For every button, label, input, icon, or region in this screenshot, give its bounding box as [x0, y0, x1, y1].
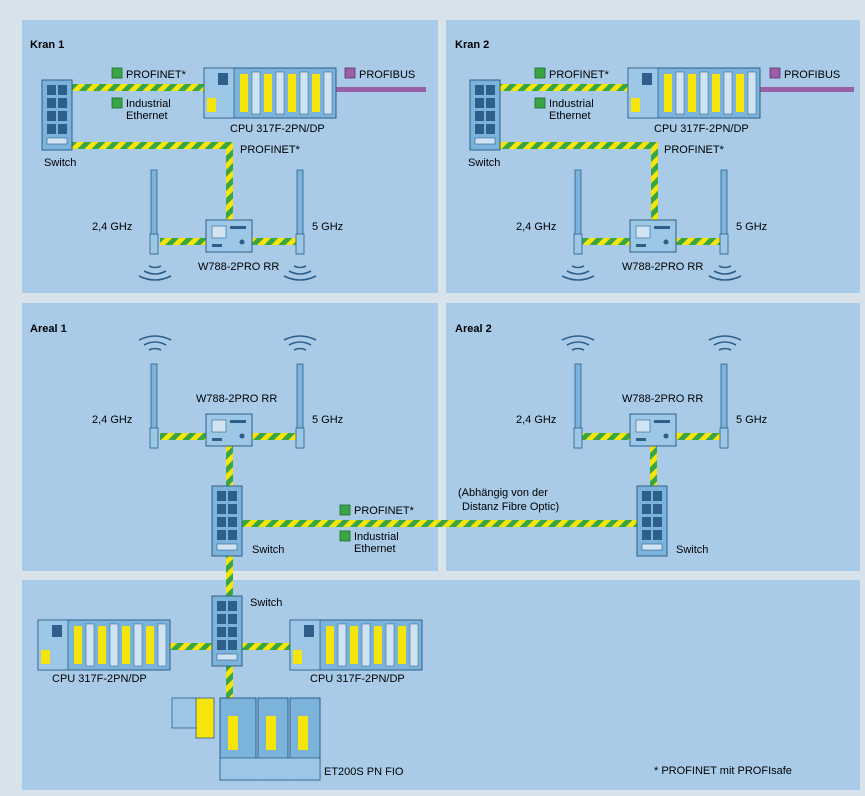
switch-kran1: [41, 79, 73, 151]
label-profinet: PROFINET*: [354, 505, 415, 517]
footnote: * PROFINET mit PROFIsafe: [654, 765, 792, 777]
cpu-kran1: [203, 67, 337, 119]
ap-kran2: [629, 219, 677, 253]
antenna-5-kran2: [719, 169, 729, 255]
panel-title-areal2: Areal 2: [455, 323, 492, 335]
label-industrial: Industrial: [549, 98, 594, 110]
cpu-bottom-left: [37, 619, 171, 671]
label-cpu: CPU 317F-2PN/DP: [310, 673, 405, 685]
cable-kran1-switch-cpu: [72, 84, 206, 91]
label-cpu: CPU 317F-2PN/DP: [52, 673, 147, 685]
label-24ghz: 2,4 GHz: [516, 221, 556, 233]
cpu-kran2: [627, 67, 761, 119]
cable-bottom-right: [242, 643, 292, 650]
label-distance-note-1: (Abhängig von der: [458, 487, 548, 499]
cable-kran2-switch-cpu: [500, 84, 630, 91]
label-24ghz: 2,4 GHz: [516, 414, 556, 426]
label-w788: W788-2PRO RR: [196, 393, 277, 405]
label-24ghz: 2,4 GHz: [92, 414, 132, 426]
ap-areal2: [629, 413, 677, 447]
switch-areal2: [636, 485, 668, 557]
ap-kran1: [205, 219, 253, 253]
cable-bottom-left: [170, 643, 212, 650]
switch-areal1: [211, 485, 243, 557]
label-switch: Switch: [252, 544, 284, 556]
label-profibus: PROFIBUS: [359, 69, 415, 81]
antenna-24-kran2: [573, 169, 583, 255]
profinet-legend-icon: [111, 67, 123, 79]
cable-kran2-switch-ap: [500, 142, 658, 149]
profinet-legend-icon: [339, 504, 351, 516]
cable-kran1-profibus: [336, 87, 426, 92]
cable-areal1-areal2: [242, 520, 640, 527]
label-profinet: PROFINET*: [126, 69, 187, 81]
label-ethernet: Ethernet: [354, 543, 396, 555]
label-w788: W788-2PRO RR: [198, 261, 279, 273]
label-w788: W788-2PRO RR: [622, 261, 703, 273]
cable-areal2-ap-switch: [650, 440, 657, 490]
label-switch: Switch: [44, 157, 76, 169]
antenna-5-areal1: [295, 363, 305, 449]
label-24ghz: 2,4 GHz: [92, 221, 132, 233]
ethernet-legend-icon: [111, 97, 123, 109]
label-switch: Switch: [250, 597, 282, 609]
label-switch: Switch: [676, 544, 708, 556]
cable-kran1-switch-ap: [72, 142, 232, 149]
antenna-5-kran1: [295, 169, 305, 255]
label-cpu: CPU 317F-2PN/DP: [230, 123, 325, 135]
cable-kran2-profibus: [760, 87, 854, 92]
label-profinet: PROFINET*: [549, 69, 610, 81]
switch-bottom: [211, 595, 243, 667]
label-switch: Switch: [468, 157, 500, 169]
profinet-legend-icon: [534, 67, 546, 79]
cable-kran1-ap-drop: [226, 142, 233, 222]
antenna-24-areal2: [573, 363, 583, 449]
antenna-5-areal2: [719, 363, 729, 449]
ethernet-legend-icon: [339, 530, 351, 542]
label-distance-note-2: Distanz Fibre Optic): [462, 501, 559, 513]
label-5ghz: 5 GHz: [736, 414, 767, 426]
label-5ghz: 5 GHz: [312, 221, 343, 233]
panel-title-kran1: Kran 1: [30, 39, 64, 51]
label-profinet: PROFINET*: [664, 144, 725, 156]
label-et200s: ET200S PN FIO: [324, 766, 404, 778]
label-5ghz: 5 GHz: [312, 414, 343, 426]
panel-title-areal1: Areal 1: [30, 323, 67, 335]
profibus-legend-icon: [769, 67, 781, 79]
label-profinet: PROFINET*: [240, 144, 301, 156]
label-profibus: PROFIBUS: [784, 69, 840, 81]
ap-areal1: [205, 413, 253, 447]
cpu-bottom-right: [289, 619, 423, 671]
cable-areal1-ap-switch: [226, 440, 233, 490]
label-ethernet: Ethernet: [549, 110, 591, 122]
panel-title-kran2: Kran 2: [455, 39, 489, 51]
cable-trunk-bottom: [226, 666, 233, 698]
label-w788: W788-2PRO RR: [622, 393, 703, 405]
antenna-24-areal1: [149, 363, 159, 449]
profibus-legend-icon: [344, 67, 356, 79]
label-5ghz: 5 GHz: [736, 221, 767, 233]
cable-trunk-top: [226, 556, 233, 598]
antenna-24-kran1: [149, 169, 159, 255]
cable-kran2-ap-drop: [651, 142, 658, 222]
label-cpu: CPU 317F-2PN/DP: [654, 123, 749, 135]
panel-bottom: [22, 580, 860, 790]
switch-kran2: [469, 79, 501, 151]
label-industrial: Industrial: [354, 531, 399, 543]
ethernet-legend-icon: [534, 97, 546, 109]
label-ethernet: Ethernet: [126, 110, 168, 122]
label-industrial: Industrial: [126, 98, 171, 110]
